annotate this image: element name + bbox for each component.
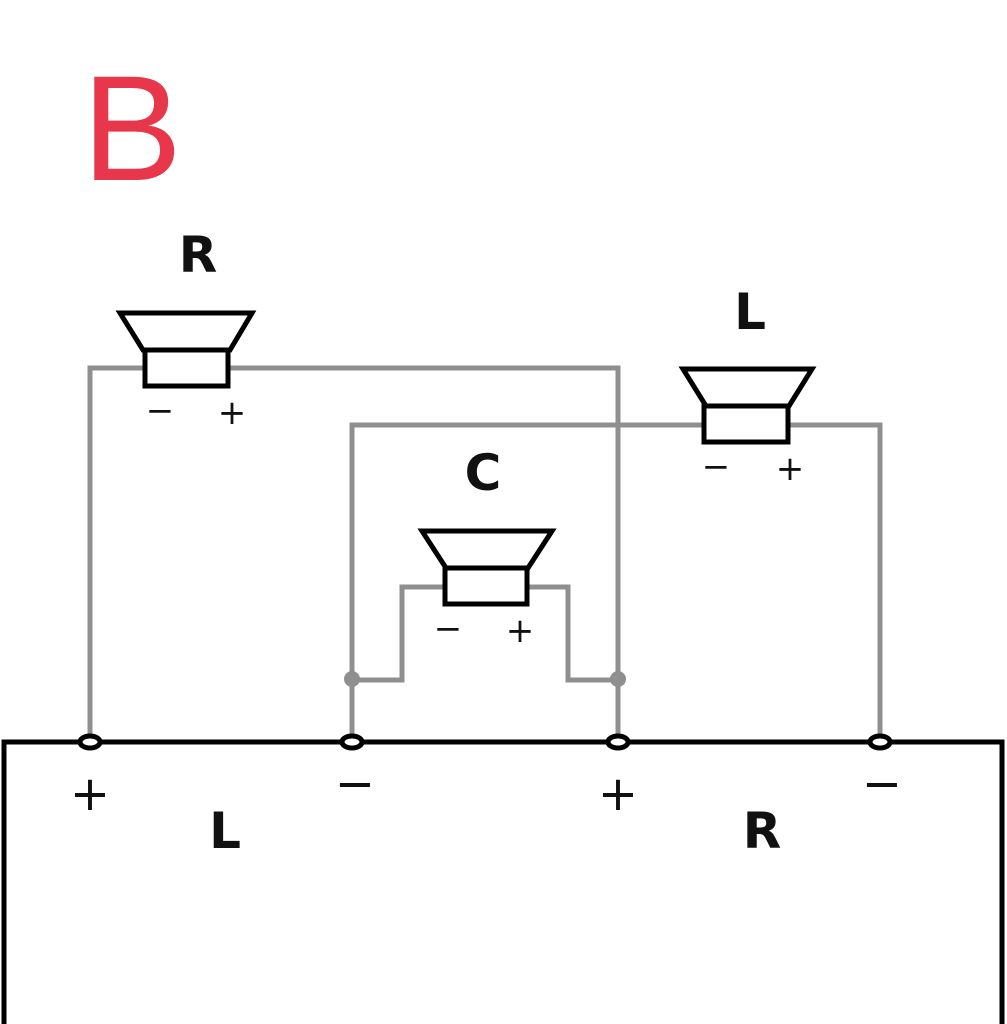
wires	[87, 365, 883, 742]
channel-label-right: R	[743, 802, 782, 860]
diagram-title: B	[82, 44, 182, 212]
wire-l-speaker-minus	[349, 422, 704, 742]
speaker-icon	[417, 528, 557, 571]
amplifier-outline	[1, 739, 1005, 1024]
terminal-left-minus	[339, 733, 365, 751]
wire-r-speaker-minus	[87, 365, 145, 742]
junction-node-left	[344, 671, 360, 687]
terminal-left-plus	[77, 733, 103, 751]
terminal-right-plus	[605, 733, 631, 751]
speaker-r-minus-label: −	[146, 391, 175, 431]
speaker-c-plus-label: +	[506, 611, 535, 651]
terminal-label-2: −	[335, 756, 375, 812]
terminal-label-3: +	[598, 766, 638, 822]
wire-l-speaker-plus	[788, 422, 883, 742]
channel-label-left: L	[209, 802, 241, 860]
wire-r-speaker-plus	[228, 365, 621, 742]
speaker-r-plus-label: +	[218, 393, 247, 433]
speaker-magnet	[701, 403, 791, 445]
speaker-icon	[115, 310, 257, 353]
wire-c-speaker-plus	[527, 584, 618, 683]
speaker-l-label: L	[734, 283, 766, 341]
junction-node-right	[610, 671, 626, 687]
speaker-r: R − +	[115, 226, 257, 433]
speaker-c-label: C	[465, 444, 502, 502]
terminal-label-4: −	[862, 756, 902, 812]
speaker-magnet	[442, 565, 530, 607]
terminal-right-minus	[867, 733, 893, 751]
wire-c-speaker-minus	[352, 584, 445, 683]
speaker-l-minus-label: −	[702, 447, 731, 487]
speaker-c: C − +	[417, 444, 557, 651]
speaker-c-minus-label: −	[434, 609, 463, 649]
speaker-l-plus-label: +	[776, 449, 805, 489]
speaker-icon	[678, 366, 817, 409]
speaker-magnet	[142, 347, 231, 389]
terminal-label-1: +	[70, 766, 110, 822]
speaker-l: L − +	[678, 283, 817, 489]
speaker-r-label: R	[179, 226, 218, 284]
